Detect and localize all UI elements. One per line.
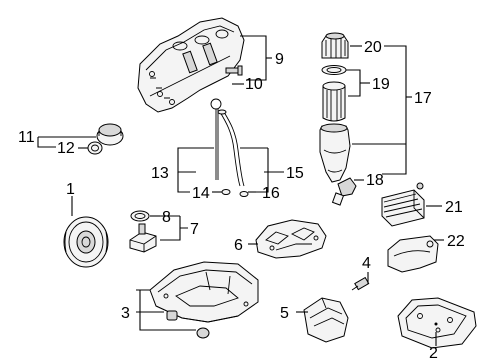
drain-plug-part: [351, 276, 370, 291]
callout-5: 5: [280, 305, 289, 322]
callout-21: 21: [445, 199, 463, 216]
oil-filter-element-part: [322, 81, 346, 122]
oil-pressure-sensor-part: [331, 177, 357, 206]
callout-19: 19: [372, 76, 390, 93]
oil-level-sensor-gasket-part: [130, 210, 150, 222]
filter-cap-o-ring-part: [321, 65, 347, 75]
tube-seal-part: [239, 191, 249, 197]
callout-12: 12: [57, 140, 75, 157]
heat-shield-part: [387, 235, 439, 273]
callout-15: 15: [286, 165, 304, 182]
callout-14: 14: [192, 185, 210, 202]
callout-1: 1: [66, 181, 75, 198]
oil-baffle-part: [255, 219, 327, 259]
oil-pan-plug-2-part: [196, 327, 210, 339]
callout-8: 8: [162, 209, 171, 226]
oil-filler-cap-part: [96, 123, 124, 146]
oil-filter-cap-part: [321, 32, 349, 59]
callout-2: 2: [429, 345, 438, 360]
callout-18: 18: [366, 172, 384, 189]
upper-oil-pan-part: [149, 261, 259, 323]
valve-cover-bolt-part: [225, 65, 243, 76]
callout-16: 16: [262, 185, 280, 202]
callout-11: 11: [18, 129, 35, 146]
oil-pan-plug-part: [166, 310, 178, 321]
callout-4: 4: [362, 255, 371, 272]
callout-20: 20: [364, 39, 382, 56]
crankshaft-pulley-part: [63, 216, 109, 268]
callout-3: 3: [121, 305, 130, 322]
callout-22: 22: [447, 233, 465, 250]
callout-7: 7: [190, 221, 199, 238]
oil-pump-part: [303, 297, 349, 343]
callout-10: 10: [245, 76, 263, 93]
oil-filter-housing-part: [319, 123, 351, 183]
filler-cap-seal-part: [87, 141, 103, 155]
callout-9: 9: [275, 51, 284, 68]
callout-17: 17: [414, 90, 432, 107]
dipstick-tube-part: [217, 109, 245, 187]
callout-6: 6: [234, 237, 243, 254]
oil-level-sensor-part: [129, 223, 157, 253]
callout-13: 13: [151, 165, 169, 182]
oil-cooler-part: [381, 182, 425, 227]
valve-cover-part: [137, 17, 245, 113]
callout-numbers: 9 10 11 12 13 14 15 16 17 18 19 20 21 22…: [18, 39, 465, 360]
dipstick-part: [210, 98, 222, 180]
dipstick-seal-part: [221, 189, 231, 195]
leader-lines: [37, 35, 444, 346]
